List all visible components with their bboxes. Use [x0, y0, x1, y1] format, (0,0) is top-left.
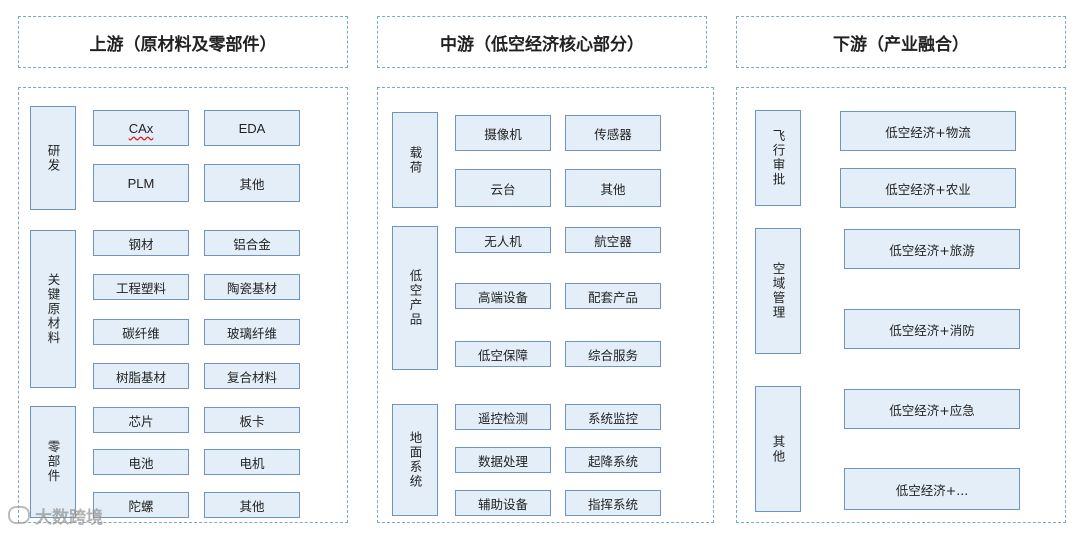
chat-bubble-icon: [8, 506, 30, 524]
category-label: 关键原材料: [45, 272, 61, 346]
item-composite: 复合材料: [204, 363, 300, 389]
item-chip: 芯片: [93, 407, 189, 433]
item-auxiliary-equipment: 辅助设备: [455, 490, 551, 516]
downstream-category-flight-approval: 飞行审批: [755, 110, 801, 206]
category-label: 零部件: [45, 440, 61, 484]
item-low-altitude-support: 低空保障: [455, 341, 551, 367]
item-more: 低空经济+...: [844, 468, 1020, 510]
watermark-text: 大数跨境: [35, 507, 103, 528]
item-engineering-plastic: 工程塑料: [93, 274, 189, 300]
category-label: 地面系统: [407, 431, 423, 489]
category-label: 低空产品: [407, 269, 423, 327]
item-gimbal: 云台: [455, 169, 551, 207]
category-label: 载荷: [407, 145, 423, 175]
item-aircraft: 航空器: [565, 227, 661, 253]
item-aluminum: 铝合金: [204, 230, 300, 256]
item-other-rnd: 其他: [204, 164, 300, 202]
item-ceramic: 陶瓷基材: [204, 274, 300, 300]
item-label: CAx: [128, 120, 154, 136]
item-system-monitoring: 系统监控: [565, 404, 661, 430]
item-sensor: 传感器: [565, 115, 661, 151]
midstream-category-products: 低空产品: [392, 226, 438, 370]
item-other-components: 其他: [204, 492, 300, 518]
midstream-header: 中游（低空经济核心部分）: [377, 16, 707, 68]
midstream-category-ground-system: 地面系统: [392, 404, 438, 516]
category-label: 研发: [45, 143, 61, 173]
downstream-header: 下游（产业融合）: [736, 16, 1066, 68]
upstream-category-components: 零部件: [30, 406, 76, 518]
item-glass-fiber: 玻璃纤维: [204, 319, 300, 345]
item-battery: 电池: [93, 449, 189, 475]
midstream-category-payload: 载荷: [392, 112, 438, 208]
upstream-category-rnd: 研发: [30, 106, 76, 210]
downstream-category-other: 其他: [755, 386, 801, 512]
item-landing-system: 起降系统: [565, 447, 661, 473]
item-firefighting: 低空经济+消防: [844, 309, 1020, 349]
item-tourism: 低空经济+旅游: [844, 229, 1020, 269]
item-supporting-products: 配套产品: [565, 283, 661, 309]
item-agriculture: 低空经济+农业: [840, 168, 1016, 208]
upstream-category-materials: 关键原材料: [30, 230, 76, 388]
downstream-category-airspace: 空域管理: [755, 228, 801, 354]
item-resin: 树脂基材: [93, 363, 189, 389]
item-other-payload: 其他: [565, 169, 661, 207]
item-high-end-equipment: 高端设备: [455, 283, 551, 309]
item-carbon-fiber: 碳纤维: [93, 319, 189, 345]
item-cax: CAx: [93, 110, 189, 146]
item-emergency: 低空经济+应急: [844, 389, 1020, 429]
category-label: 其他: [770, 434, 786, 464]
item-command-system: 指挥系统: [565, 490, 661, 516]
item-plm: PLM: [93, 164, 189, 202]
item-camera: 摄像机: [455, 115, 551, 151]
watermark: 大数跨境: [8, 500, 148, 530]
item-eda: EDA: [204, 110, 300, 146]
category-label: 飞行审批: [770, 129, 786, 187]
category-label: 空域管理: [770, 262, 786, 320]
item-logistics: 低空经济+物流: [840, 111, 1016, 151]
item-integrated-services: 综合服务: [565, 341, 661, 367]
item-gyro: 陀螺: [93, 492, 189, 518]
upstream-header: 上游（原材料及零部件）: [18, 16, 348, 68]
item-motor: 电机: [204, 449, 300, 475]
item-remote-detection: 遥控检测: [455, 404, 551, 430]
item-steel: 钢材: [93, 230, 189, 256]
item-drone: 无人机: [455, 227, 551, 253]
item-data-processing: 数据处理: [455, 447, 551, 473]
item-board: 板卡: [204, 407, 300, 433]
